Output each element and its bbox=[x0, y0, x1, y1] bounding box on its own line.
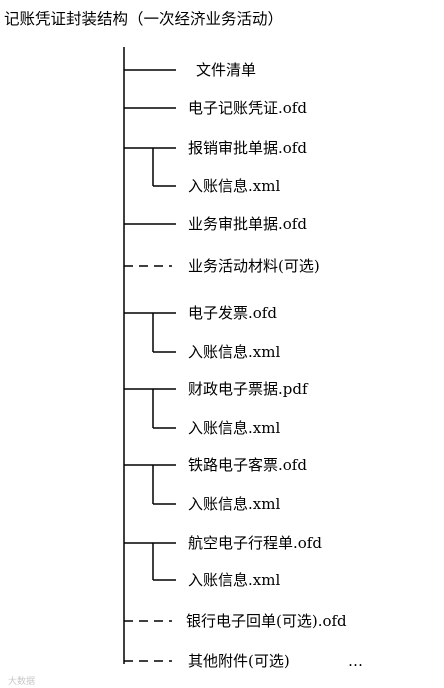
item-label-1: 电子记账凭证.ofd bbox=[188, 99, 307, 117]
item-label-8-child: 入账信息.xml bbox=[188, 571, 281, 589]
item-label-5: 电子发票.ofd bbox=[188, 304, 277, 322]
diagram-title: 记账凭证封装结构（一次经济业务活动） bbox=[4, 10, 284, 28]
item-label-10: 其他附件(可选) bbox=[188, 652, 290, 670]
item-label-5-child: 入账信息.xml bbox=[188, 343, 281, 361]
item-label-0: 文件清单 bbox=[196, 61, 257, 79]
item-label-3: 业务审批单据.ofd bbox=[188, 215, 307, 233]
ellipsis: … bbox=[348, 652, 363, 670]
item-label-8: 航空电子行程单.ofd bbox=[188, 534, 322, 552]
item-label-7: 铁路电子客票.ofd bbox=[188, 456, 307, 474]
item-label-6: 财政电子票据.pdf bbox=[188, 380, 308, 398]
item-label-2: 报销审批单据.ofd bbox=[188, 139, 307, 157]
watermark: 大数据 bbox=[8, 677, 36, 687]
item-label-7-child: 入账信息.xml bbox=[188, 495, 281, 513]
item-label-9: 银行电子回单(可选).ofd bbox=[186, 612, 347, 630]
item-label-6-child: 入账信息.xml bbox=[188, 419, 281, 437]
item-label-4: 业务活动材料(可选) bbox=[188, 257, 320, 275]
item-label-2-child: 入账信息.xml bbox=[188, 177, 281, 195]
